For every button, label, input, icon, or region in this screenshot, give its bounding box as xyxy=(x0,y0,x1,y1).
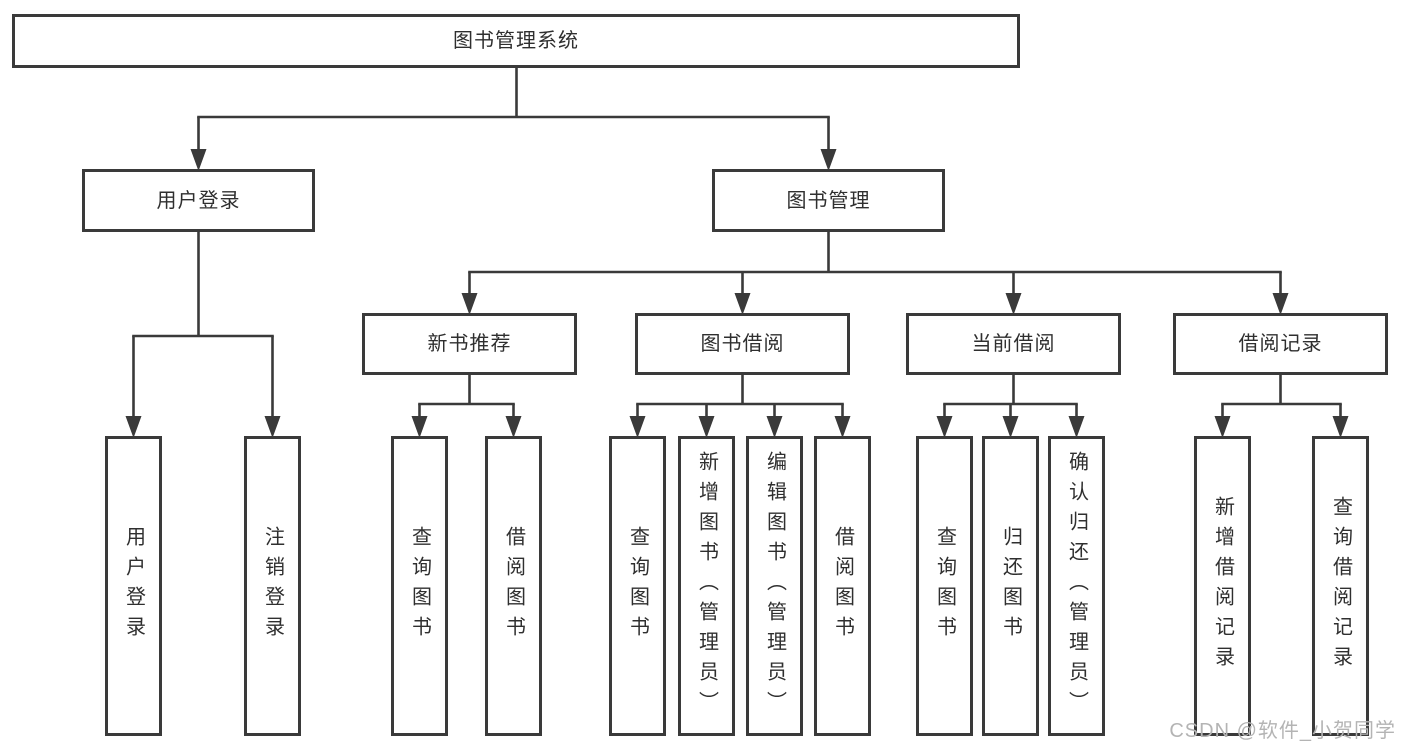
node-borrowing-records: 借阅记录 xyxy=(1173,313,1388,375)
leaf-records-query-record: 查询借阅记录 xyxy=(1312,436,1369,736)
leaf-borrowing-add-book-admin: 新增图书（管理员） xyxy=(678,436,735,736)
leaf-current-query-books: 查询图书 xyxy=(916,436,973,736)
leaf-records-add-record: 新增借阅记录 xyxy=(1194,436,1251,736)
node-book-borrowing: 图书借阅 xyxy=(635,313,850,375)
leaf-borrowing-borrow-books: 借阅图书 xyxy=(814,436,871,736)
leaf-logout: 注销登录 xyxy=(244,436,301,736)
leaf-borrowing-query-books: 查询图书 xyxy=(609,436,666,736)
leaf-recommend-borrow-books: 借阅图书 xyxy=(485,436,542,736)
node-book-management: 图书管理 xyxy=(712,169,945,232)
node-user-login: 用户登录 xyxy=(82,169,315,232)
leaf-borrowing-edit-book-admin: 编辑图书（管理员） xyxy=(746,436,803,736)
node-new-book-recommendation: 新书推荐 xyxy=(362,313,577,375)
leaf-user-login: 用户登录 xyxy=(105,436,162,736)
leaf-current-return-books: 归还图书 xyxy=(982,436,1039,736)
watermark-text: CSDN @软件_小贺同学 xyxy=(1169,720,1396,742)
node-library-system: 图书管理系统 xyxy=(12,14,1020,68)
leaf-current-confirm-return-admin: 确认归还（管理员） xyxy=(1048,436,1105,736)
leaf-recommend-query-books: 查询图书 xyxy=(391,436,448,736)
node-current-borrowing: 当前借阅 xyxy=(906,313,1121,375)
